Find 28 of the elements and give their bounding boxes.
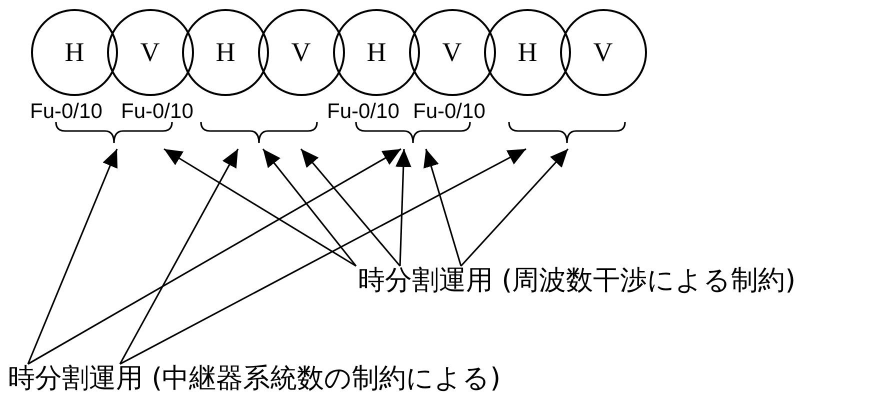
brace: [200, 121, 318, 145]
brace: [508, 121, 626, 145]
arrow: [120, 148, 526, 365]
circle: V: [408, 9, 496, 96]
circle: V: [560, 9, 646, 96]
arrow: [424, 148, 462, 266]
annotation-text: 時分割運用 (周波数干渉による制約): [358, 264, 796, 298]
channel-label: Fu-0/10: [413, 100, 486, 124]
arrow: [262, 148, 357, 266]
arrow: [460, 148, 569, 267]
arrow: [164, 148, 356, 267]
circle: H: [182, 9, 269, 96]
channel-label: Fu-0/10: [327, 100, 400, 124]
arrow: [28, 148, 402, 365]
arrow: [27, 148, 118, 364]
arrow: [119, 148, 239, 364]
circle: V: [258, 9, 344, 96]
channel-label: Fu-0/10: [30, 100, 102, 124]
arrow: [395, 148, 412, 266]
channel-label: Fu-0/10: [121, 100, 194, 124]
circle: V: [106, 9, 194, 96]
circle: H: [484, 9, 571, 96]
annotation-text: 時分割運用 (中継器系統数の制約による): [8, 362, 501, 396]
circle: H: [31, 9, 118, 96]
brace: [55, 121, 173, 145]
arrow: [300, 148, 401, 267]
brace: [355, 121, 471, 145]
circle: H: [333, 9, 420, 96]
